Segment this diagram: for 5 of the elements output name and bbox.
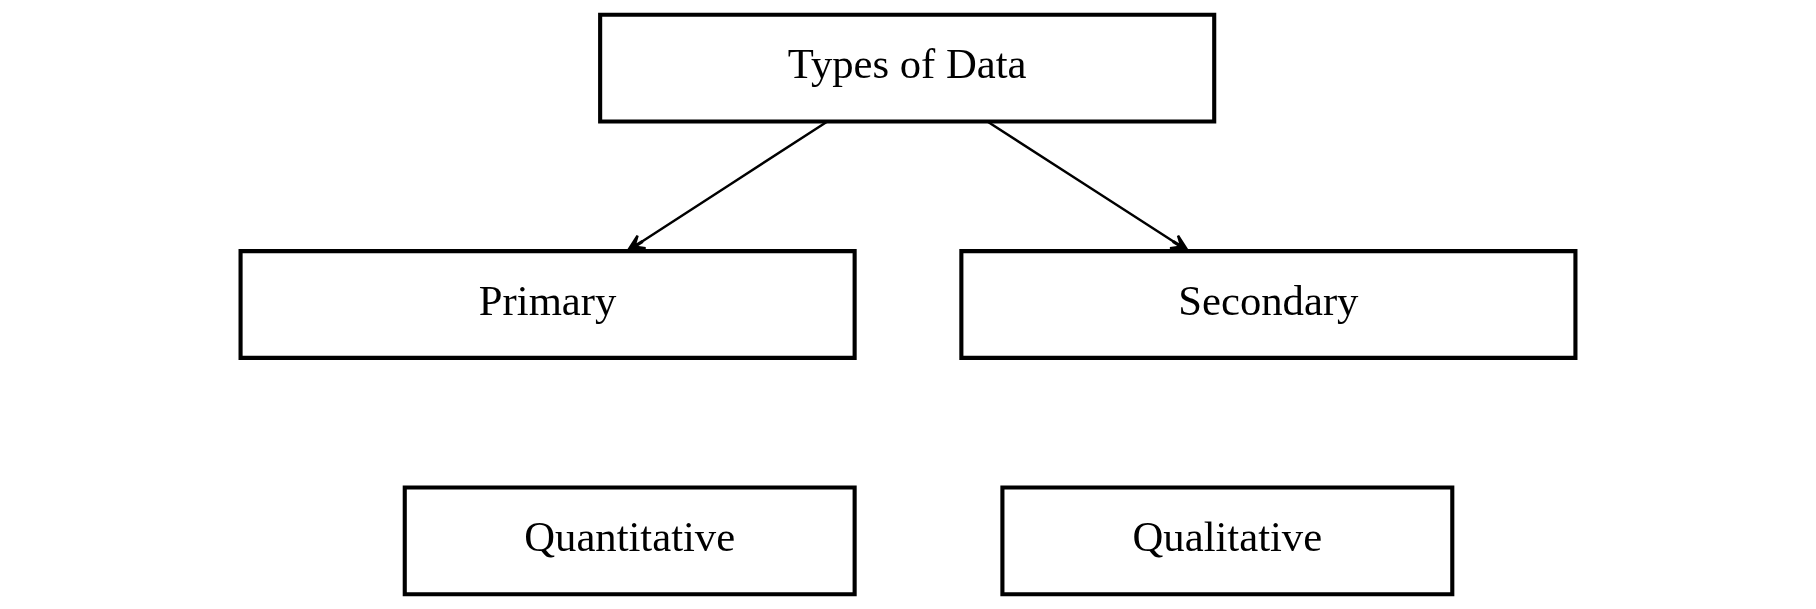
node-box: Secondary — [959, 249, 1578, 360]
node-box: Primary — [238, 249, 857, 360]
node-box: Qualitative — [1000, 485, 1455, 597]
node-box: Types of Data — [598, 12, 1217, 124]
node-box: Quantitative — [402, 485, 857, 597]
